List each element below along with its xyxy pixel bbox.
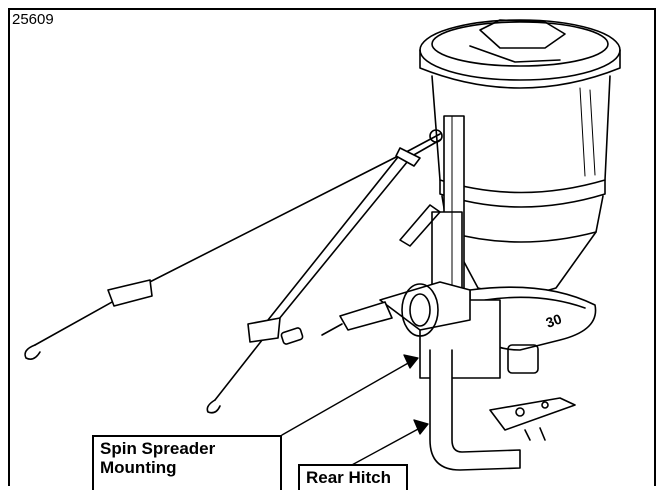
mounting-bracket (379, 204, 501, 379)
figure-id-label: 25609 (12, 11, 54, 28)
tie-down-straps (24, 129, 443, 414)
figure-frame (8, 8, 656, 486)
hopper-lid (419, 19, 621, 89)
leader-lines (281, 354, 429, 467)
rear-hitch-callout: Rear Hitch (298, 464, 408, 490)
spin-spreader-mounting-callout: Spin Spreader Mounting (92, 435, 282, 490)
control-box (280, 301, 393, 345)
hitch-bar (429, 349, 576, 471)
svg-text:30: 30 (544, 310, 564, 330)
